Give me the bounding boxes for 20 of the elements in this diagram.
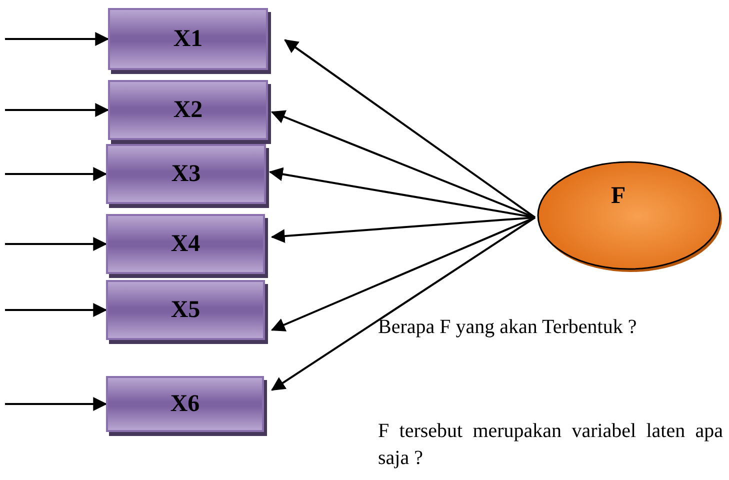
arrow xyxy=(5,103,110,117)
arrow xyxy=(5,237,108,251)
arrow xyxy=(5,32,110,46)
arrow xyxy=(271,216,536,391)
arrow xyxy=(270,216,536,332)
node-label: X5 xyxy=(170,298,200,322)
node-label: F xyxy=(611,184,626,208)
node-label: X2 xyxy=(173,98,203,122)
arrow xyxy=(284,39,536,218)
question-text: Berapa F yang akan Terbentuk ? xyxy=(378,315,638,340)
node-label: X4 xyxy=(170,232,200,256)
node-label: X3 xyxy=(171,162,201,186)
arrow xyxy=(5,167,108,181)
arrow xyxy=(5,303,108,317)
arrow xyxy=(270,110,536,218)
arrow xyxy=(268,167,536,218)
node-label: X6 xyxy=(170,392,200,416)
node-label: X1 xyxy=(173,27,203,51)
arrow xyxy=(5,397,108,411)
question-text: F tersebut merupakan variabel laten apa saja ? xyxy=(378,419,723,471)
